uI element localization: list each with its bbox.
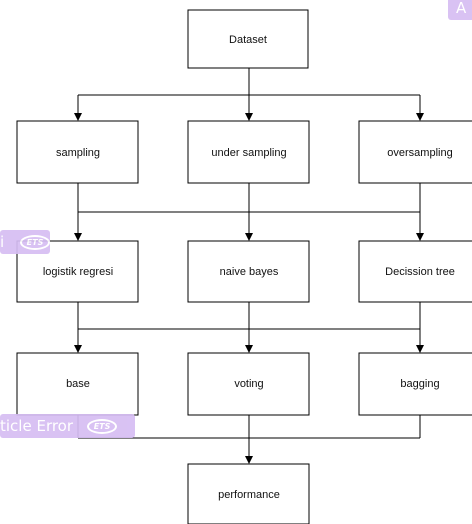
node-oversampling-box [358,120,472,184]
node-naive-bayes: naive bayes [187,240,310,303]
node-voting-box [187,352,310,416]
annotation-badge-bottom-left[interactable]: ticle Error ETS [0,414,135,438]
annotation-badge-top-right-text: A [456,0,467,17]
node-dataset-label: Dataset [229,34,267,46]
ets-logo-icon-2: ETS [87,418,118,434]
node-under-sampling-box [187,120,310,184]
node-sampling-box [16,120,139,184]
node-oversampling: oversampling [358,120,472,184]
annotation-badge-left-mid-text: i [0,233,5,251]
node-base-box [16,352,139,416]
node-performance-box [187,463,310,524]
ets-logo-icon: ETS [20,234,50,250]
node-voting-label: voting [234,378,263,390]
node-decission-tree-box [358,240,472,303]
node-bagging: bagging [358,352,472,416]
node-sampling-label: sampling [56,147,100,159]
node-under-sampling-label: under sampling [211,147,286,159]
annotation-badge-left-mid[interactable]: i ETS [0,230,50,254]
node-performance: performance [187,463,310,524]
node-base: base [16,352,139,416]
node-naive-bayes-box [187,240,310,303]
nodes: Dataset sampling under sampling oversamp… [16,9,472,524]
annotation-badge-top-right[interactable]: A [448,0,472,20]
node-decission-tree: Decission tree [358,240,472,303]
node-naive-bayes-label: naive bayes [220,266,279,278]
node-bagging-box [358,352,472,416]
node-bagging-label: bagging [400,378,439,390]
node-oversampling-label: oversampling [387,147,452,159]
node-base-label: base [66,378,90,390]
connectors [74,68,424,464]
ets-logo-text-2: ETS [93,421,111,431]
annotation-badge-bottom-left-text: ticle Error [0,417,74,435]
node-logistik-regresi-label: logistik regresi [43,266,113,278]
node-performance-label: performance [218,489,280,501]
node-under-sampling: under sampling [187,120,310,184]
node-dataset: Dataset [187,9,309,69]
ets-logo-text: ETS [26,237,44,247]
node-voting: voting [187,352,310,416]
node-sampling: sampling [16,120,139,184]
node-dataset-box [187,9,309,69]
node-decission-tree-label: Decission tree [385,266,455,278]
